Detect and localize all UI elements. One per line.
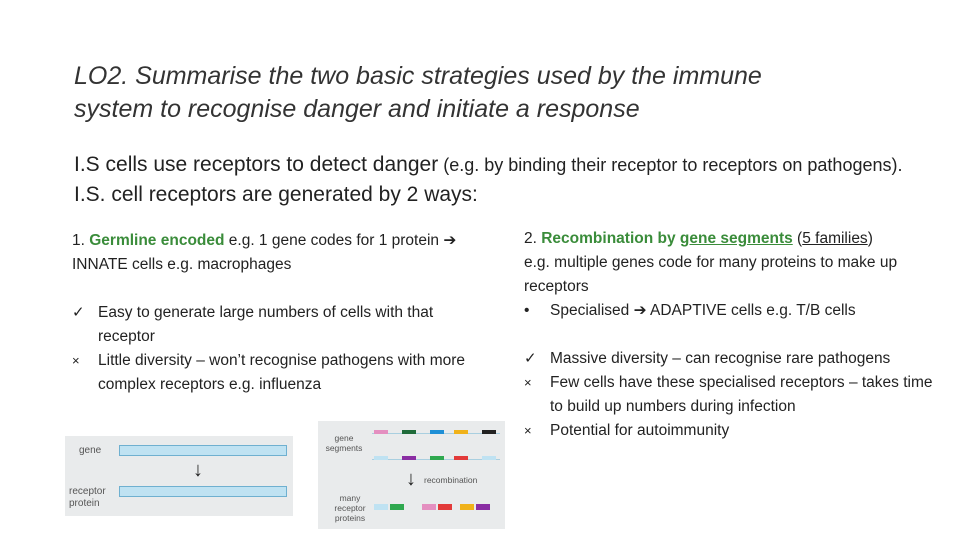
recombination-term: Recombination by <box>541 230 680 247</box>
cross-icon: × <box>72 353 80 368</box>
gene-segments-line2: segments <box>325 443 363 453</box>
segment <box>454 430 468 434</box>
check-icon: ✓ <box>524 350 537 367</box>
recombination-bullets: ✓ Massive diversity – can recognise rare … <box>524 347 944 443</box>
cross-icon: × <box>524 423 532 438</box>
receptor-protein-bar <box>119 486 287 497</box>
protein-label: protein <box>69 498 100 509</box>
protein-block <box>422 504 436 510</box>
segment <box>430 430 444 434</box>
protein-block <box>438 504 452 510</box>
germline-column: 1. Germline encoded e.g. 1 gene codes fo… <box>72 229 492 397</box>
segment <box>374 456 388 460</box>
list-item: × Potential for autoimmunity <box>524 419 944 443</box>
arrow-right-icon: ➔ <box>633 302 647 319</box>
germline-figure: gene ↓ receptor protein <box>65 436 293 516</box>
protein-block <box>390 504 404 510</box>
list-item: × Little diversity – won’t recognise path… <box>72 349 492 397</box>
recombination-label: recombination <box>424 475 478 485</box>
gene-segments-term: gene segments <box>679 230 793 247</box>
page-title: LO2. Summarise the two basic strategies … <box>74 60 934 126</box>
bullet-text: Few cells have these specialised recepto… <box>550 374 933 415</box>
recombination-heading: 2. Recombination by gene segments (5 fam… <box>524 227 944 251</box>
segment <box>482 430 496 434</box>
bullet-text: ADAPTIVE cells e.g. T/B cells <box>646 302 856 319</box>
recombination-column: 2. Recombination by gene segments (5 fam… <box>524 227 944 443</box>
list-item: ✓ Easy to generate large numbers of cells… <box>72 301 492 349</box>
arrow-down-icon: ↓ <box>406 468 416 490</box>
cross-icon: × <box>524 375 532 390</box>
bullet-text: Specialised <box>550 302 634 319</box>
arrow-down-icon: ↓ <box>193 459 203 481</box>
recombination-number: 2. <box>524 230 542 247</box>
segment <box>374 430 388 434</box>
segment <box>402 430 416 434</box>
gene-label: gene <box>79 445 102 456</box>
families-count: 5 families <box>802 230 868 247</box>
gene-segments-line1: gene <box>334 433 354 443</box>
title-line-2: system to recognise danger and initiate … <box>74 95 640 123</box>
bullet-text: Massive diversity – can recognise rare p… <box>550 350 891 367</box>
arrow-right-icon: ➔ <box>443 232 457 249</box>
germline-bullets: ✓ Easy to generate large numbers of cells… <box>72 301 492 397</box>
gene-segments-label: gene segments <box>320 433 368 453</box>
protein-block <box>374 504 388 510</box>
germline-heading: 1. Germline encoded e.g. 1 gene codes fo… <box>72 229 492 277</box>
intro-lead: I.S cells use receptors to detect danger <box>74 153 439 176</box>
recombination-figure: gene segments ↓ recombination many recep… <box>318 421 505 529</box>
bullet-text: Easy to generate large numbers of cells … <box>98 304 434 345</box>
check-icon: ✓ <box>72 304 85 321</box>
germline-term: Germline encoded <box>89 232 225 249</box>
protein-block <box>460 504 474 510</box>
segment <box>482 456 496 460</box>
many-line2: receptor <box>334 503 366 513</box>
list-item: ✓ Massive diversity – can recognise rare … <box>524 347 944 371</box>
intro-example: (e.g. by binding their receptor to recep… <box>438 155 903 175</box>
gene-bar <box>119 445 287 456</box>
intro-paragraph: I.S cells use receptors to detect danger… <box>74 150 934 210</box>
paren-close: ) <box>867 230 873 247</box>
segment <box>402 456 416 460</box>
paren-open: ( <box>792 230 803 247</box>
bullet-text: Little diversity – won’t recognise patho… <box>98 352 466 393</box>
segment <box>430 456 444 460</box>
many-line3: proteins <box>334 513 366 523</box>
list-item: • Specialised ➔ ADAPTIVE cells e.g. T/B c… <box>524 299 944 323</box>
segment <box>454 456 468 460</box>
germline-innate: INNATE cells e.g. macrophages <box>72 256 292 273</box>
title-line-1: LO2. Summarise the two basic strategies … <box>74 62 762 90</box>
bullet-text: Potential for autoimmunity <box>550 422 730 439</box>
receptor-label: receptor <box>69 486 106 497</box>
many-line1: many <box>339 493 361 503</box>
intro-ways: I.S. cell receptors are generated by 2 w… <box>74 183 478 206</box>
bullet-dot-icon: • <box>524 302 530 319</box>
recombination-example: e.g. multiple genes code for many protei… <box>524 254 898 295</box>
protein-block <box>476 504 490 510</box>
germline-example: e.g. 1 gene codes for 1 protein <box>224 232 444 249</box>
list-item: × Few cells have these specialised recept… <box>524 371 944 419</box>
adaptive-bullet: • Specialised ➔ ADAPTIVE cells e.g. T/B c… <box>524 299 944 323</box>
germline-number: 1. <box>72 232 90 249</box>
many-receptor-proteins-label: many receptor proteins <box>326 493 374 523</box>
